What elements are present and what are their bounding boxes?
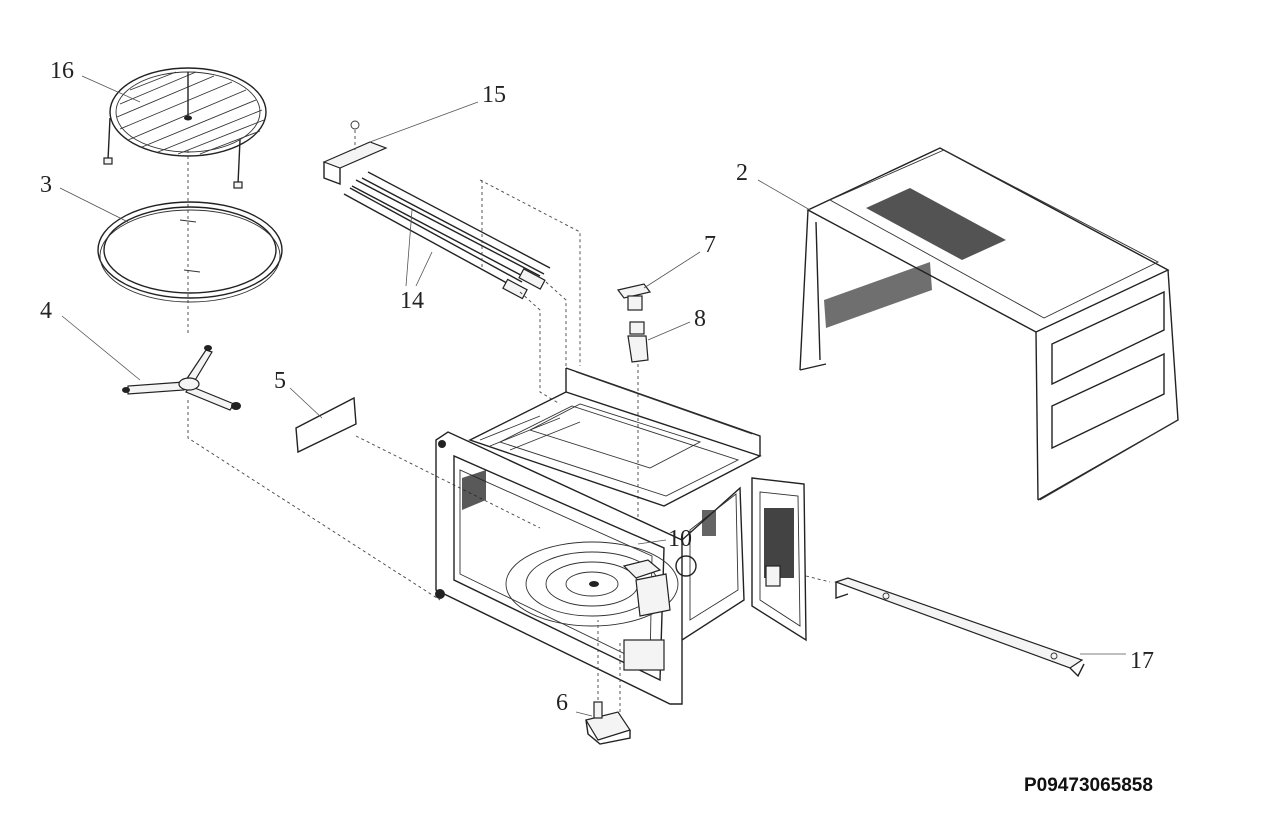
roller-ring-part (122, 345, 241, 411)
coupler-shaft-part (627, 321, 649, 520)
outer-case-part (799, 147, 1179, 501)
callout-8: 8 (694, 306, 706, 332)
heater-tubes-part (343, 171, 551, 300)
heater-guide-line-3 (519, 291, 561, 405)
mounting-rail-part (834, 577, 1085, 678)
callout-17: 17 (1130, 648, 1154, 674)
leader-lines (59, 75, 1126, 717)
cavity-assembly-part (435, 367, 762, 705)
callout-4: 4 (40, 298, 52, 324)
glass-tray-part (97, 201, 283, 303)
turntable-motor-part (585, 620, 631, 745)
callout-15: 15 (482, 82, 506, 108)
side-panel-part (751, 477, 807, 642)
mica-axis-line (355, 435, 541, 529)
callout-3: 3 (40, 172, 52, 198)
callout-7: 7 (704, 232, 716, 258)
callout-14: 14 (400, 288, 424, 314)
callout-5: 5 (274, 368, 286, 394)
callout-2: 2 (736, 160, 748, 186)
coupler-cap-part (616, 283, 652, 311)
heater-guide-line (479, 179, 581, 366)
support-axis-line (187, 400, 441, 601)
grill-rack-part (103, 67, 267, 189)
reference-code: P09473065858 (1024, 775, 1153, 796)
mica-cover-part (295, 396, 357, 454)
heater-guide-line-2 (545, 281, 567, 380)
heater-bracket-part (322, 120, 388, 186)
rail-axis-line (805, 575, 831, 583)
callout-6: 6 (556, 690, 568, 716)
callout-16: 16 (50, 58, 74, 84)
callout-10: 10 (668, 526, 692, 552)
